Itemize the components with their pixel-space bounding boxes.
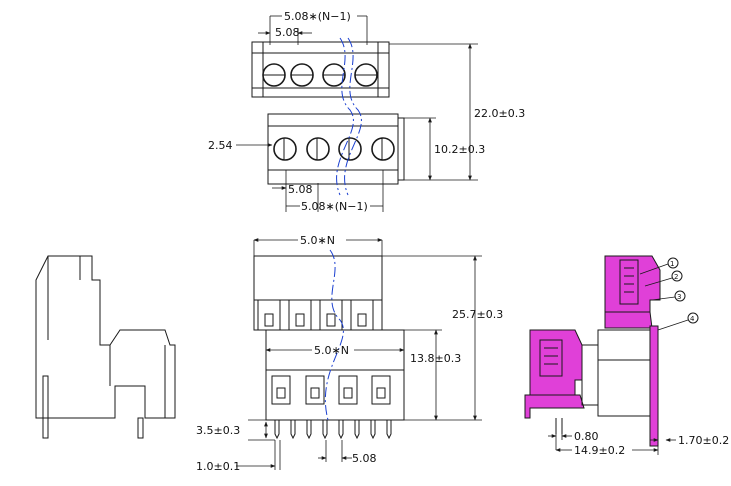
front-view	[236, 238, 482, 470]
callout-markers	[639, 257, 699, 331]
top-view	[236, 15, 478, 212]
dim-front-height: 25.7±0.3	[452, 308, 503, 321]
dim-pin-pitch: 5.08	[352, 452, 377, 465]
dim-inner-width: 5.0∗N	[314, 344, 349, 357]
dim-lower-offset: 2.54	[208, 139, 233, 152]
left-side-view	[35, 255, 176, 439]
dim-inner-height: 13.8±0.3	[410, 352, 461, 365]
dim-top-pitch: 5.08	[275, 26, 300, 39]
dim-lower-height: 10.2±0.3	[434, 143, 485, 156]
dim-lower-pitch-total: 5.08∗(N−1)	[301, 200, 368, 213]
callout-1: 1	[670, 260, 674, 268]
pins	[274, 420, 392, 440]
callout-3: 3	[677, 293, 681, 301]
dimension-labels: 5.08∗(N−1) 5.08 22.0±0.3 2.54 10.2±0.3 5…	[196, 10, 729, 473]
section-view	[524, 255, 699, 455]
dim-top-pitch-total: 5.08∗(N−1)	[284, 10, 351, 23]
dim-front-width: 5.0∗N	[300, 234, 335, 247]
callout-4: 4	[690, 315, 695, 323]
dim-top-height: 22.0±0.3	[474, 107, 525, 120]
dim-lower-pitch: 5.08	[288, 183, 313, 196]
dim-side-gap: 0.80	[574, 430, 599, 443]
callout-2: 2	[674, 273, 678, 281]
dim-side-thickness: 1.70±0.2	[678, 434, 729, 447]
dim-side-depth: 14.9±0.2	[574, 444, 625, 457]
dim-pin-width: 1.0±0.1	[196, 460, 240, 473]
dim-pin-length: 3.5±0.3	[196, 424, 240, 437]
